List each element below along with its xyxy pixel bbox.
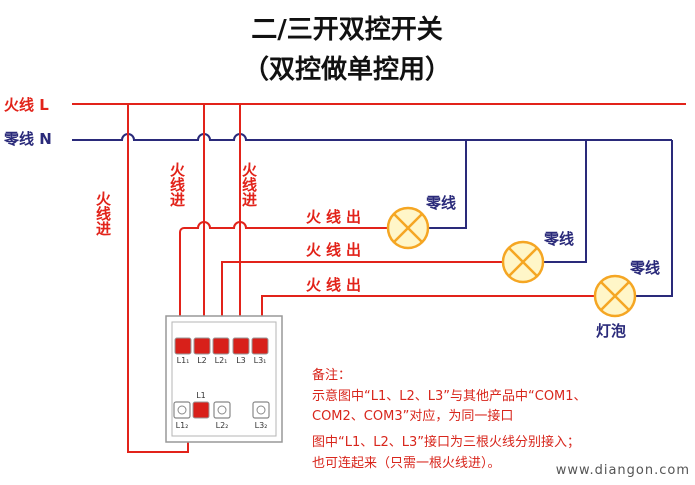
- diagram-title: 二/三开双控开关: [251, 15, 443, 45]
- terminal-bottom-L3-2: L3₂: [252, 401, 270, 430]
- live-out-wire-1: [179, 221, 388, 316]
- terminal-bottom-L2-2: L2₂: [213, 401, 231, 430]
- neutral-wire-2: [543, 140, 587, 263]
- note-line-2: COM2、COM3”对应，为同一接口: [312, 408, 513, 424]
- svg-text:L1₁: L1₁: [177, 356, 190, 365]
- svg-text:火线进: 火线进: [94, 191, 112, 236]
- note-line-4: 也可连起来（只需一根火线进）。: [312, 455, 501, 471]
- bulb-1: [386, 206, 430, 250]
- live-out-label-2: 火线出: [306, 241, 366, 259]
- neutral-wire-1: [428, 140, 467, 229]
- neutral-line-label: 零线 N: [3, 130, 52, 148]
- bulb-label: 灯泡: [596, 322, 626, 340]
- terminal-top-L3: L3: [232, 337, 250, 365]
- svg-text:L1: L1: [196, 391, 206, 400]
- watermark: www.diangon.com: [556, 463, 690, 478]
- svg-text:L2₂: L2₂: [216, 421, 229, 430]
- live-out-wire-2: [221, 261, 503, 316]
- svg-text:L3: L3: [236, 356, 246, 365]
- bulb-3: [593, 274, 637, 318]
- note-line-1: 示意图中“L1、L2、L3”与其他产品中“COM1、: [312, 388, 587, 404]
- note-line-3: 图中“L1、L2、L3”接口为三根火线分别接入；: [312, 434, 580, 450]
- terminal-bottom-L1-2: L1₂: [173, 401, 191, 430]
- svg-text:L3₁: L3₁: [254, 356, 267, 365]
- neutral-label-3: 零线: [629, 259, 660, 277]
- neutral-label-2: 零线: [543, 230, 574, 248]
- bulb-2: [501, 240, 545, 284]
- live-out-label-3: 火线出: [306, 276, 366, 294]
- svg-text:L1₂: L1₂: [176, 421, 189, 430]
- live-in-label-3: 火线进: [240, 162, 258, 207]
- svg-text:火线进: 火线进: [240, 162, 258, 207]
- neutral-wire-3: [635, 140, 673, 297]
- live-out-label-1: 火线出: [306, 208, 366, 226]
- live-in-label-2: 火线进: [168, 162, 186, 207]
- terminal-top-L1-1: L1₁: [174, 337, 192, 365]
- svg-text:火线进: 火线进: [168, 162, 186, 207]
- terminal-top-L3-1: L3₁: [251, 337, 269, 365]
- terminal-middle-L1: L1: [192, 391, 210, 419]
- diagram-subtitle: （双控做单控用）: [243, 55, 451, 85]
- terminal-top-L2: L2: [193, 337, 211, 365]
- neutral-main-line: [72, 133, 672, 141]
- note-heading: 备注：: [312, 367, 351, 383]
- svg-text:L2₁: L2₁: [215, 356, 228, 365]
- live-in-label-1: 火线进: [94, 191, 112, 236]
- switch-panel: L1₁ L2 L2₁ L3 L3₁ L1 L1₂: [165, 315, 283, 443]
- svg-text:L3₂: L3₂: [255, 421, 268, 430]
- live-out-wire-3: [261, 295, 595, 316]
- neutral-label-1: 零线: [425, 194, 456, 212]
- terminal-top-L2-1: L2₁: [212, 337, 230, 365]
- live-line-label: 火线 L: [4, 96, 49, 114]
- svg-text:L2: L2: [197, 356, 207, 365]
